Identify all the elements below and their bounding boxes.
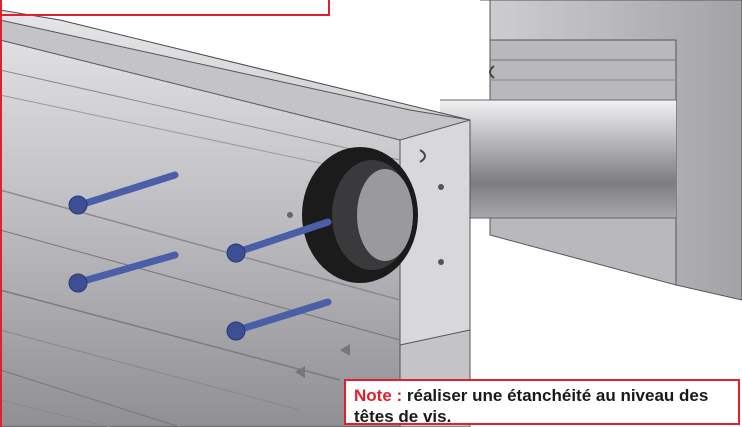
screw-icon [68, 171, 179, 215]
gasket-ring-icon [302, 147, 418, 283]
screws [68, 171, 332, 341]
round-tube [440, 99, 676, 219]
note-callout: Note : réaliser une étanchéité au niveau… [344, 379, 740, 426]
note-label: Note : [354, 386, 403, 405]
note-text: réaliser une étanchéité au niveau des tê… [354, 386, 709, 426]
main-profile [0, 9, 471, 427]
screw-icon [226, 298, 332, 341]
screw-icon [68, 251, 179, 293]
screw-icon [226, 218, 332, 263]
